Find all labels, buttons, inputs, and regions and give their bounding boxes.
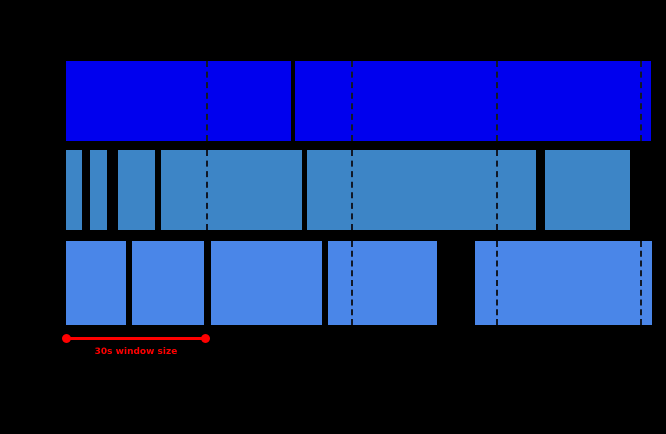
window-gridline (351, 150, 353, 230)
window-gridline (496, 150, 498, 230)
bracket-bar (66, 336, 206, 340)
window-gridline (206, 61, 208, 141)
window-size-bracket (62, 332, 210, 344)
bar-segment[interactable] (475, 241, 652, 325)
bar-segment[interactable] (66, 61, 291, 141)
window-gridline (640, 241, 642, 325)
bar-row (0, 150, 666, 230)
bar-segment[interactable] (328, 241, 437, 325)
bar-segment[interactable] (307, 150, 536, 230)
bar-segment[interactable] (66, 241, 126, 325)
bar-row (0, 241, 666, 325)
bar-segment[interactable] (295, 61, 651, 141)
bar-segment[interactable] (90, 150, 107, 230)
bar-segment[interactable] (211, 241, 322, 325)
window-gridline (496, 61, 498, 141)
bar-segment[interactable] (132, 241, 204, 325)
window-gridline (206, 150, 208, 230)
bar-segment[interactable] (545, 150, 630, 230)
window-size-label: 30s window size (94, 347, 178, 357)
window-gridline (351, 61, 353, 141)
window-gridline (496, 241, 498, 325)
bracket-cap-left (62, 333, 71, 343)
bar-segment[interactable] (66, 150, 82, 230)
bar-segment[interactable] (118, 150, 155, 230)
window-gridline (351, 241, 353, 325)
bracket-cap-right (201, 333, 210, 343)
window-gridline (640, 61, 642, 141)
bar-segment[interactable] (161, 150, 302, 230)
bar-row (0, 61, 666, 141)
